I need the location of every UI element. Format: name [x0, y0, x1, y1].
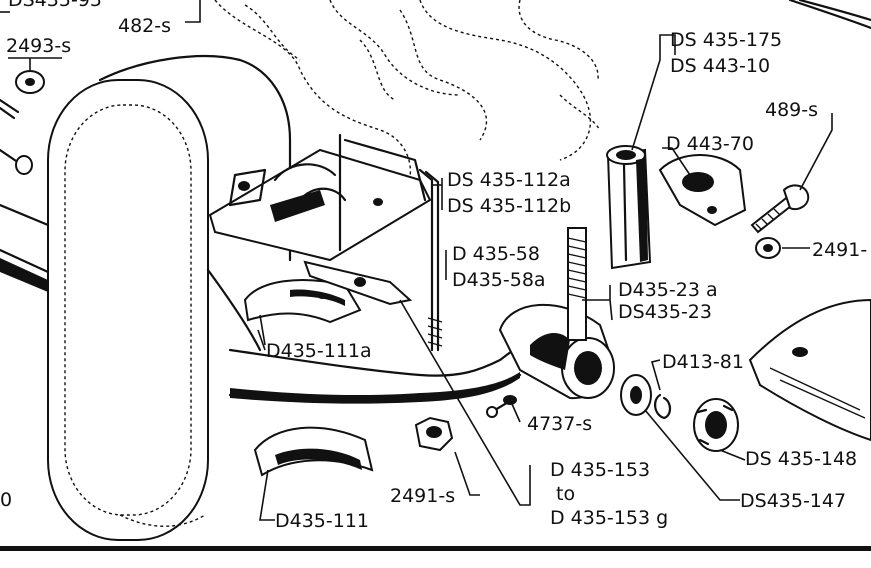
- label-2493-s: 2493-s: [6, 35, 71, 57]
- castle-nut-ds-435-148: [693, 398, 739, 452]
- label-d-435-153: D 435-153: [550, 459, 650, 481]
- label-489-s: 489-s: [765, 99, 818, 121]
- label-ds-435-148: DS 435-148: [745, 448, 857, 470]
- u-bolt-d-435-58: [418, 168, 443, 352]
- part-labels: DS435-95 482-s 2493-s DS 435-175 DS 443-…: [0, 0, 867, 532]
- hex-nut-2491-lower: [414, 416, 454, 452]
- label-d-435-23a: D435-23 a: [618, 279, 718, 301]
- washer-ds435-147: [620, 374, 652, 416]
- stud-left-1: [0, 98, 20, 120]
- pivot-boss: [498, 304, 615, 400]
- label-2491-s-lower: 2491-s: [390, 485, 455, 507]
- bottom-rule: [0, 546, 871, 551]
- label-ds-435-23: DS435-23: [618, 301, 712, 323]
- label-482-s: 482-s: [118, 15, 171, 37]
- threaded-stud-d435-23: [567, 227, 587, 341]
- clamp-half-d435-111a: [243, 279, 362, 324]
- label-ds-435-95: DS435-95: [8, 0, 102, 11]
- label-ds-435-147: DS435-147: [740, 490, 846, 512]
- bolt-489: [750, 184, 810, 234]
- top-right-frame-rail: [788, 0, 871, 30]
- nut-2491-right: [755, 237, 781, 259]
- split-tube-ds-435-175: [606, 145, 652, 270]
- leader-lines: [0, 0, 833, 521]
- label-to: to: [556, 483, 575, 505]
- clip-d-435-153: [303, 260, 413, 306]
- stud-left-2: [0, 148, 33, 175]
- label-d-435-153g: D 435-153 g: [550, 507, 668, 529]
- label-4737-s: 4737-s: [527, 413, 592, 435]
- label-d-413-81: D413-81: [662, 351, 744, 373]
- label-ds-435-112a: DS 435-112a: [447, 169, 571, 191]
- left-housing: [0, 55, 292, 541]
- label-ds-435-112b: DS 435-112b: [447, 195, 571, 217]
- cross-shaft: [228, 328, 542, 404]
- nut-2493: [15, 70, 45, 94]
- clamp-d-443-70: [658, 154, 747, 227]
- right-blade-plate: [748, 298, 871, 442]
- label-2491-right: 2491-: [812, 239, 867, 261]
- clamp-half-d435-111: [253, 426, 374, 477]
- label-d-435-111a: D435-111a: [266, 340, 372, 362]
- label-ds-443-10: DS 443-10: [670, 55, 770, 77]
- label-d-435-58: D 435-58: [452, 243, 540, 265]
- bracket-ds-435-112: [208, 133, 432, 262]
- grease-fitting-4737: [486, 395, 517, 418]
- label-edge-zero: 0: [0, 489, 12, 511]
- label-d-435-111: D435-111: [275, 510, 369, 532]
- label-d-443-70: D 443-70: [666, 133, 754, 155]
- lock-washer-d413-81: [654, 393, 672, 420]
- label-ds-435-175: DS 435-175: [670, 29, 782, 51]
- label-d-435-58a: D435-58a: [452, 269, 546, 291]
